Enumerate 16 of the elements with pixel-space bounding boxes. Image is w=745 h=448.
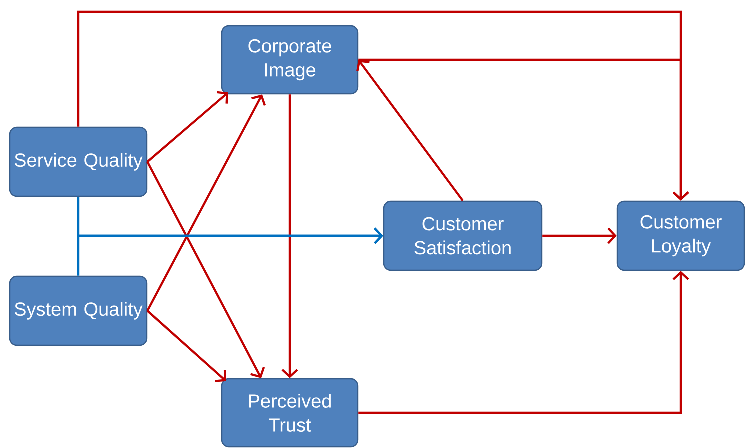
process-box: System Quality — [9, 276, 148, 346]
arrow — [146, 310, 226, 382]
arrow — [542, 228, 617, 244]
arrow — [358, 271, 690, 414]
arrow — [146, 162, 266, 378]
process-box: Service Quality — [9, 126, 148, 198]
process-box: Customer Loyalty — [616, 200, 745, 272]
process-box: Perceived Trust — [221, 378, 359, 448]
arrow — [356, 60, 464, 202]
arrow — [282, 94, 298, 378]
arrow — [146, 91, 228, 163]
arrow — [146, 94, 266, 312]
arrow — [77, 228, 384, 276]
process-box: Corporate Image — [221, 25, 359, 95]
arrow — [358, 58, 690, 201]
process-box: Customer Satisfaction — [383, 200, 543, 272]
